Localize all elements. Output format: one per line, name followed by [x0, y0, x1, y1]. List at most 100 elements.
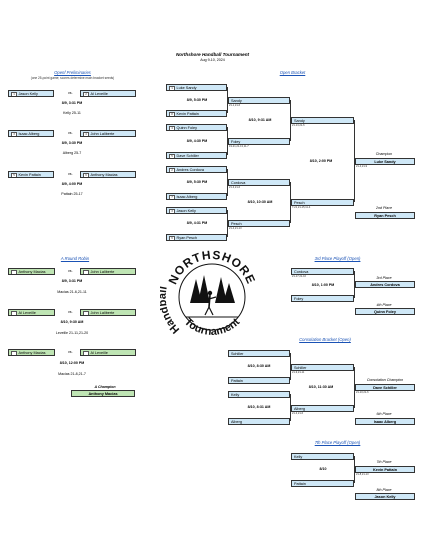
- cons-champ-score: 21-10,21-6: [356, 391, 369, 394]
- open-champ-score: 21-4,21-9: [356, 165, 368, 168]
- seventh-label: 7th Place: [376, 460, 392, 464]
- seed-badge: 5: [169, 153, 175, 158]
- open-champ-label: Champion: [375, 152, 393, 156]
- seed-badge: [83, 269, 89, 274]
- seed-badge: 1: [11, 91, 17, 96]
- bracket-line: [290, 394, 291, 421]
- fourth-label: 4th Place: [376, 303, 392, 307]
- bracket-line: [227, 87, 228, 113]
- open-r2-2: Foley: [228, 138, 290, 145]
- open-r2-4: Pesch: [228, 220, 290, 227]
- third-top-score: 21-17,21-16: [292, 275, 306, 278]
- seed-badge: 8: [169, 111, 175, 116]
- cons-r2-1-score: 21-9,21-11: [292, 371, 305, 374]
- seventh-score: 21-8,21-13: [356, 473, 369, 476]
- bracket-line: [290, 353, 291, 380]
- bracket-line: [354, 120, 355, 202]
- prelim-1-time: 8/9, 3:31 PM: [61, 101, 83, 105]
- seed-badge: 6: [169, 235, 175, 240]
- third-top: Cordova: [291, 268, 354, 275]
- open-r2-1-score: 21-1,21-6: [229, 104, 241, 107]
- eighth-label: 8th Place: [376, 488, 392, 492]
- third-label: 3rd Place: [376, 276, 392, 280]
- cons-r2-1: Schiller: [291, 364, 354, 371]
- seed-badge: [11, 269, 17, 274]
- open-second-label: 2nd Place: [376, 206, 392, 210]
- page-title: Northshore Handball Tournament: [175, 52, 250, 57]
- bracket-line: [354, 456, 355, 483]
- seed-badge: 2: [169, 167, 175, 172]
- rr-1-player-1: Anthony Macias: [8, 268, 55, 275]
- open-r2-3: Cordova: [228, 179, 290, 186]
- open-r1-3-time: 8/9, 5:30 PM: [186, 180, 208, 184]
- rr-2-result: Leveille 21-11,21-20: [55, 331, 89, 335]
- seed-badge: 5: [11, 172, 17, 177]
- open-r2-1: Sandy: [228, 97, 290, 104]
- open-r2-3-score: 21-3,21-6: [229, 186, 241, 189]
- cons-r1-2-bot: Alberg: [228, 418, 290, 425]
- open-r2-2-score: 19-21,21-13,11-7: [229, 145, 249, 148]
- cons-champ-label: Consolation Champion: [366, 378, 404, 382]
- bracket-line: [227, 127, 228, 155]
- open-r1-1-time: 8/9, 5:30 PM: [186, 98, 208, 102]
- vs-label: vs.: [68, 131, 73, 135]
- vs-label: vs.: [68, 91, 73, 95]
- rr-1-player-2: John Laliberte: [80, 268, 136, 275]
- rr-1-time: 8/9, 3:31 PM: [61, 279, 83, 283]
- rr-3-player-1: Anthony Macias: [8, 349, 55, 356]
- bracket-line: [290, 100, 291, 141]
- prelim-3-time: 8/9, 4:00 PM: [61, 182, 83, 186]
- open-second-place: Ryan Pesch: [355, 212, 415, 219]
- cons-r1-2-top: Kelly: [228, 391, 290, 398]
- open-bracket-title: Open Bracket: [279, 70, 306, 75]
- vs-label: vs.: [68, 269, 73, 273]
- open-final-time: 8/10, 2:00 PM: [309, 159, 333, 163]
- rr-champ-label: A Champion: [94, 385, 116, 389]
- cons-r2-2: Alberg: [291, 405, 354, 412]
- consolation-title: Consolation Bracket (Open): [299, 337, 351, 342]
- cons-r1-2-time: 8/10, 8:31 AM: [247, 405, 271, 409]
- prelim-1-result: Kelly 25-11: [63, 111, 81, 115]
- vs-label: vs.: [68, 350, 73, 354]
- prelims-note: (one 25-point game; scores determine mai…: [30, 76, 115, 80]
- seventh-bot: Pattain: [291, 480, 354, 487]
- open-champion: Luke Sandy: [355, 158, 415, 165]
- bracket-line: [227, 210, 228, 237]
- rr-2-time: 8/10, 9:30 AM: [60, 320, 84, 324]
- open-r3-2-score: 7-21,21-15,11-4: [292, 206, 311, 209]
- rr-3-result: Macias 21-8,21-7: [58, 372, 86, 376]
- fourth-place: Quinn Foley: [355, 308, 415, 315]
- cons-final-time: 8/10, 11:30 AM: [308, 385, 334, 389]
- sixth-label: 6th Place: [376, 412, 392, 416]
- open-sf-2-time: 8/10, 10:30 AM: [247, 200, 273, 204]
- seed-badge: 3: [11, 131, 17, 136]
- seed-badge: 2: [83, 91, 89, 96]
- third-place: Andres Cordova: [355, 281, 415, 288]
- open-sf-1-time: 8/10, 9:31 AM: [248, 118, 272, 122]
- seed-badge: 3: [169, 208, 175, 213]
- seed-badge: [11, 310, 17, 315]
- cons-r1-1-time: 8/10, 8:30 AM: [247, 364, 271, 368]
- bracket-line: [227, 169, 228, 196]
- third-bot: Foley: [291, 295, 354, 302]
- vs-label: vs.: [68, 310, 73, 314]
- seed-badge: [83, 350, 89, 355]
- prelim-2-result: Alberg 25-7: [62, 151, 82, 155]
- seventh-time: 8/10: [319, 467, 327, 471]
- seed-badge: 7: [169, 194, 175, 199]
- bracket-line: [290, 182, 291, 223]
- northshore-handball-logo: NORTHSHORE Handball Tournament: [160, 248, 257, 338]
- bracket-line: [354, 367, 355, 408]
